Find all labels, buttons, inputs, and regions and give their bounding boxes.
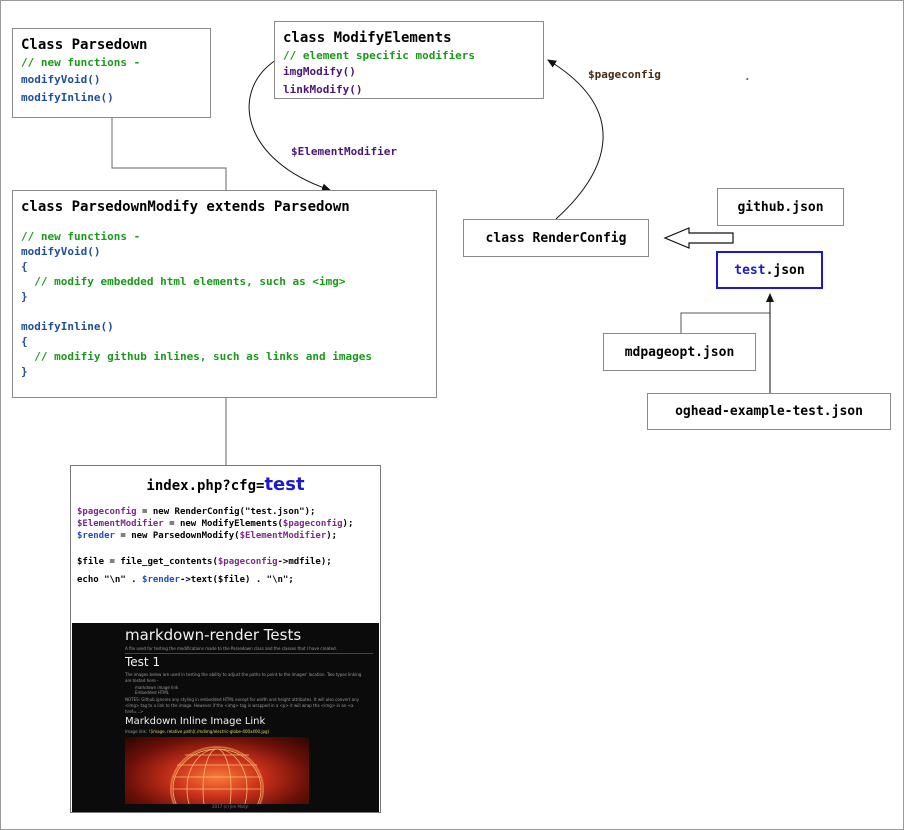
preview-footer: 2017 (c) Jim Motyl [212,804,249,809]
code-line-3: = new ParsedownModify( [114,531,240,541]
hollow-arrow [663,227,734,249]
class-parsedownmodify-box: class ParsedownModify extends Parsedown … [12,190,437,398]
modifyinline-comment: // modifiy github inlines, such as links… [21,350,372,363]
preview-divider [125,653,373,654]
preview-test1: Test 1 [125,655,161,669]
code-arg-pageconfig-2: $pageconfig [217,557,278,567]
code-line-1: = new RenderConfig("test.json"); [136,507,316,517]
index-title-highlight: test [264,474,305,495]
parsedownmodify-title: class ParsedownModify extends Parsedown [21,199,350,215]
code-line-4-end: ->mdfile); [277,557,332,567]
parsedown-modifyvoid: modifyVoid() [21,73,101,86]
preview-title: markdown-render Tests [125,626,302,644]
test-json-ext: .json [765,262,805,278]
parsedownmodify-modifyvoid: modifyVoid() [21,245,101,258]
code-var-render-2: $render [142,575,180,585]
preview-inline-image-heading: Markdown Inline Image Link [125,716,266,727]
code-var-elementmodifier: $ElementModifier [77,519,164,529]
code-arg-pageconfig: $pageconfig [282,519,343,529]
test-json-name: test [734,262,766,278]
renderconfig-title: class RenderConfig [485,230,627,246]
mdpageopt-json-box: mdpageopt.json [603,333,756,371]
code-var-pageconfig: $pageconfig [77,507,137,517]
class-renderconfig-box: class RenderConfig [463,219,649,257]
code-line-4: $file = file_get_contents( [77,557,218,567]
mdpageopt-connector [680,312,770,333]
brace-open-1: { [21,260,28,273]
code-arg-elementmodifier: $ElementModifier [239,531,327,541]
stray-dot: . [744,70,751,83]
oghead-json-box: oghead-example-test.json [647,393,891,430]
modifyelements-imgmodify: imgModify() [283,65,356,78]
code-line-3-end: ); [326,531,338,541]
index-title-prefix: index.php?cfg= [146,478,265,494]
preview-list-item-2: Embedded HTML [135,690,169,695]
github-json-label: github.json [737,199,824,215]
preview-image-link-label: Image link: [125,729,148,734]
rendered-preview: markdown-render Tests A file used for te… [72,623,379,812]
oghead-json-label: oghead-example-test.json [675,404,863,419]
parsedown-comment: // new functions - [21,56,141,69]
pageconfig-label: $pageconfig [588,68,661,81]
modifyelements-comment: // element specific modifiers [283,49,476,62]
code-line-2-end: ); [342,519,354,529]
code-line-2: = new ModifyElements( [163,519,283,529]
class-modifyelements-box: class ModifyElements // element specific… [274,21,544,99]
element-modifier-label: $ElementModifier [291,145,397,158]
brace-close-1: } [21,290,28,303]
preview-paragraph: The images below are used in testing the… [125,672,362,683]
preview-image-link-code: ![image, relative path](./mdimg/electric… [149,729,270,734]
preview-intro: A file used for testing the modification… [125,646,337,651]
modifyelements-linkmodify: linkModify() [283,83,363,96]
element-modifier-arrow [248,59,331,192]
globe-wireframe [170,746,264,804]
parsedownmodify-comment: // new functions - [21,230,141,243]
code-line-5-end: ->text($file) . "\n"; [179,575,294,585]
pageconfig-arrow [547,59,604,220]
code-var-render: $render [77,531,115,541]
preview-notes: NOTES: Github ignores any styling in emb… [125,697,359,714]
modifyvoid-comment: // modify embedded html elements, such a… [21,275,346,288]
test-json-box: test.json [716,251,823,289]
class-parsedown-title: Class Parsedown [21,37,148,53]
parsedownmodify-modifyinline: modifyInline() [21,320,114,333]
github-json-box: github.json [717,188,844,226]
index-title: index.php?cfg=test [71,474,380,495]
brace-open-2: { [21,335,28,348]
brace-close-2: } [21,365,28,378]
preview-list-item-1: markdown image link [135,685,179,690]
inheritance-connector [111,118,227,190]
code-line-5: echo "\n" . [77,575,143,585]
index-code: $pageconfig = new RenderConfig("test.jso… [77,506,353,586]
parsedown-modifyinline: modifyInline() [21,91,114,104]
mdpageopt-json-label: mdpageopt.json [624,344,735,360]
class-parsedown-box: Class Parsedown // new functions - modif… [12,28,211,118]
electric-globe-image [125,737,309,804]
index-php-box: index.php?cfg=test $pageconfig = new Ren… [70,465,381,813]
modifyelements-title: class ModifyElements [283,30,452,46]
